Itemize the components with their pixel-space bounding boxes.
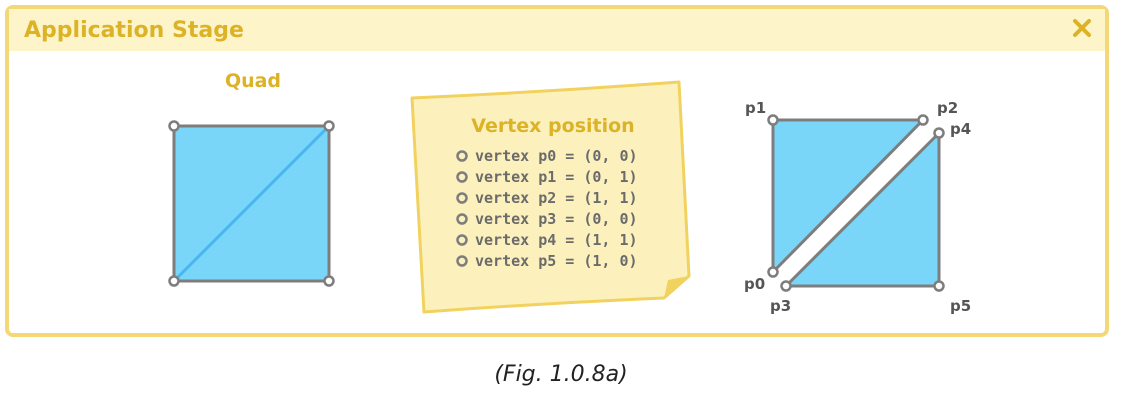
vertex-position-note: Vertex position vertex p0 = (0, 0) verte… (410, 80, 691, 314)
label-p5: p5 (950, 297, 971, 315)
label-p3: p3 (770, 297, 791, 315)
note-title: Vertex position (471, 115, 634, 137)
vertex-line: vertex p2 = (1, 1) (475, 189, 638, 207)
label-p0: p0 (744, 275, 765, 293)
vertex-line: vertex p4 = (1, 1) (475, 231, 638, 249)
bullet-icon (456, 192, 468, 204)
vertex-line: vertex p3 = (0, 0) (475, 210, 638, 228)
label-p2: p2 (937, 99, 958, 117)
label-p1: p1 (745, 99, 766, 117)
vertex-p4 (933, 127, 945, 139)
triangles-group: p0 p1 p2 p3 p4 p5 (744, 99, 971, 315)
close-button[interactable] (1069, 15, 1095, 41)
quad-group: Quad (168, 70, 335, 287)
bullet-icon (456, 234, 468, 246)
vertex-p1 (767, 114, 779, 126)
bullet-icon (456, 150, 468, 162)
vertex-line: vertex p5 = (1, 0) (475, 252, 638, 270)
quad-diagonal (172, 124, 331, 283)
quad-vertex (168, 275, 180, 287)
panel-header: Application Stage (9, 9, 1105, 51)
quad-vertex (323, 120, 335, 132)
label-p4: p4 (950, 120, 971, 138)
vertex-p3 (780, 280, 792, 292)
note-fold (664, 276, 689, 298)
panel-title: Application Stage (24, 18, 244, 43)
figure-caption: (Fig. 1.0.8a) (494, 362, 628, 387)
vertex-line: vertex p0 = (0, 0) (475, 147, 638, 165)
quad-vertex (168, 120, 180, 132)
bullet-icon (456, 171, 468, 183)
quad-label: Quad (225, 70, 281, 92)
bullet-icon (456, 213, 468, 225)
close-x-icon (1073, 19, 1091, 37)
vertex-p0 (767, 266, 779, 278)
bullet-icon (456, 255, 468, 267)
vertex-line: vertex p1 = (0, 1) (475, 168, 638, 186)
vertex-p2 (917, 114, 929, 126)
triangle-bottom-right (784, 131, 941, 288)
vertex-p5 (933, 280, 945, 292)
triangle-top-left (771, 118, 925, 274)
quad-vertex (323, 275, 335, 287)
